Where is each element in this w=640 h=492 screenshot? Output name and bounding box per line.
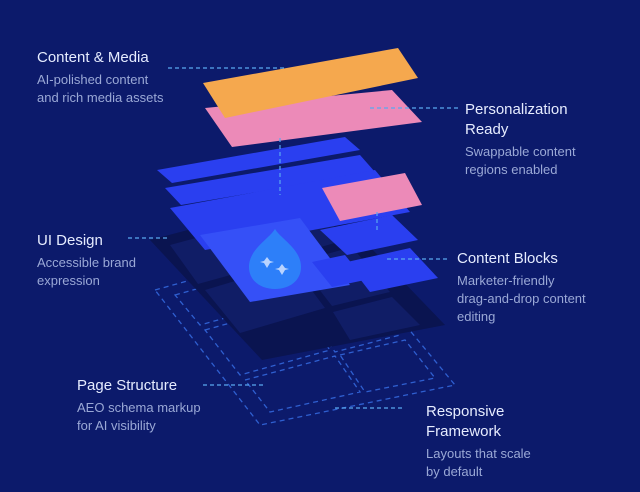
label-personalization-title-line1: Personalization	[465, 101, 568, 118]
ui-header-strip-2	[165, 155, 375, 205]
label-content-blocks-desc: Marketer-friendly drag-and-drop content …	[457, 272, 586, 326]
label-content-blocks-desc-line1: Marketer-friendly	[457, 273, 555, 288]
drop-star-1	[260, 257, 274, 268]
label-ui-design: UI Design Accessible brand expression	[37, 231, 136, 290]
page-structure-inner-e	[333, 297, 420, 340]
wireframe-cell-e	[243, 355, 362, 413]
wireframe-cell-f	[338, 339, 437, 393]
label-content-blocks: Content Blocks Marketer-friendly drag-an…	[457, 249, 586, 326]
label-responsive-desc-line2: by default	[426, 464, 483, 479]
content-blocks-tile	[322, 173, 422, 221]
label-personalization-title: Personalization Ready	[465, 100, 576, 140]
content-media-layer	[203, 48, 418, 118]
wireframe-cell-a	[173, 269, 292, 326]
label-personalization-desc: Swappable content regions enabled	[465, 143, 576, 179]
label-page-structure-desc: AEO schema markup for AI visibility	[77, 399, 201, 435]
label-ui-design-desc-line1: Accessible brand	[37, 255, 136, 270]
label-content-blocks-desc-line3: editing	[457, 309, 496, 324]
label-personalization-desc-line2: regions enabled	[465, 162, 558, 177]
label-responsive-title-line1: Responsive	[426, 403, 505, 420]
label-ui-design-desc-line2: expression	[37, 273, 100, 288]
label-responsive-title: Responsive Framework	[426, 402, 531, 442]
label-page-structure-title: Page Structure	[77, 377, 178, 394]
label-content-blocks-title: Content Blocks	[457, 250, 558, 267]
label-ui-design-desc: Accessible brand expression	[37, 254, 136, 290]
connector-lines	[128, 67, 458, 409]
label-page-structure-desc-line1: AEO schema markup	[77, 400, 201, 415]
drop-shape	[249, 229, 301, 289]
label-personalization-desc-line1: Swappable content	[465, 144, 576, 159]
label-page-structure: Page Structure AEO schema markup for AI …	[77, 376, 201, 435]
label-content-media-title: Content & Media	[37, 49, 149, 66]
drop-star-2	[275, 264, 289, 275]
label-ui-design-title: UI Design	[37, 232, 103, 249]
label-page-structure-desc-line2: for AI visibility	[77, 418, 156, 433]
label-personalization-title-line2: Ready	[465, 121, 509, 138]
label-content-media-desc-line2: and rich media assets	[37, 90, 164, 105]
label-responsive-desc: Layouts that scale by default	[426, 445, 531, 481]
label-content-media: Content & Media AI-polished content and …	[37, 48, 163, 107]
label-responsive: Responsive Framework Layouts that scale …	[426, 402, 531, 481]
label-personalization: Personalization Ready Swappable content …	[465, 100, 576, 179]
label-responsive-title-line2: Framework	[426, 423, 502, 440]
label-content-media-desc: AI-polished content and rich media asset…	[37, 71, 163, 107]
ui-block-right-1	[320, 215, 418, 255]
ui-block-right-3	[312, 255, 365, 287]
wireframe-cell-c	[203, 304, 332, 376]
drupal-drop-icon	[249, 229, 301, 289]
wireframe-outer	[153, 239, 457, 426]
label-content-media-desc-line1: AI-polished content	[37, 72, 149, 87]
ui-header-strip-1	[157, 137, 360, 183]
label-content-blocks-desc-line2: drag-and-drop content	[457, 291, 586, 306]
label-responsive-desc-line1: Layouts that scale	[426, 446, 531, 461]
